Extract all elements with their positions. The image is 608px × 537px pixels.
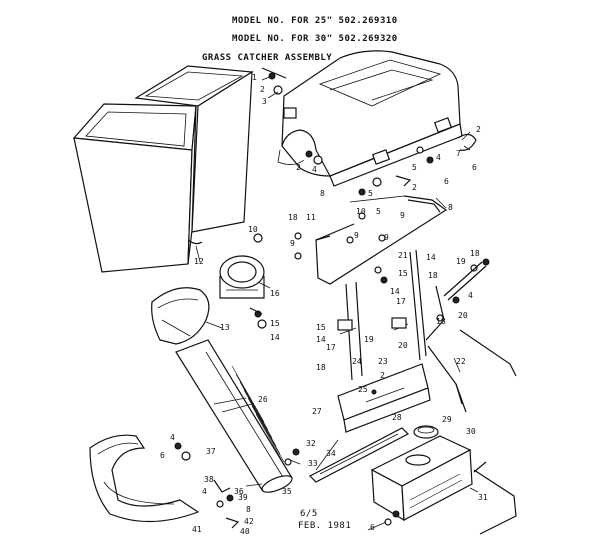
- callout-5c: 5: [376, 207, 381, 216]
- callout-4e: 4: [202, 487, 207, 496]
- callout-2d: 2: [296, 163, 301, 172]
- callout-21: 21: [398, 251, 408, 260]
- callout-8: 8: [320, 189, 325, 198]
- callout-33: 33: [308, 459, 318, 468]
- deflector-strap: [284, 427, 410, 483]
- callout-38: 38: [204, 475, 214, 484]
- callout-3: 3: [262, 97, 267, 106]
- callout-1: 1: [252, 73, 257, 82]
- callout-42: 42: [244, 517, 254, 526]
- callout-20b: 20: [398, 341, 408, 350]
- callout-5: 5: [412, 163, 417, 172]
- callout-41: 41: [192, 525, 202, 534]
- callout-10b: 10: [248, 225, 258, 234]
- callout-10: 10: [356, 207, 366, 216]
- cover-hardware: [261, 67, 477, 196]
- leader-lines: [195, 75, 479, 531]
- callout-9c: 9: [354, 231, 359, 240]
- discharge-adapter: [219, 255, 267, 329]
- callout-19: 19: [456, 257, 466, 266]
- lower-elbow-chute: [89, 434, 240, 529]
- callout-18b: 18: [428, 271, 438, 280]
- callout-17: 17: [396, 297, 406, 306]
- callout-18c: 18: [470, 249, 480, 258]
- callout-27: 27: [312, 407, 322, 416]
- callout-18d: 18: [436, 317, 446, 326]
- callout-14b: 14: [390, 287, 400, 296]
- callout-8b: 8: [448, 203, 453, 212]
- callout-25: 25: [358, 385, 368, 394]
- callout-15: 15: [398, 269, 408, 278]
- callout-14: 14: [426, 253, 436, 262]
- frame-fasteners: [253, 212, 490, 284]
- footer-date: FEB. 1981: [298, 521, 352, 531]
- callout-18: 18: [288, 213, 298, 222]
- callout-28: 28: [392, 413, 402, 422]
- callout-18e: 18: [316, 363, 326, 372]
- mounting-plate: [337, 363, 431, 433]
- footer-code: 6/5: [300, 509, 318, 519]
- callout-5b: 5: [368, 189, 373, 198]
- support-frame: [337, 249, 445, 381]
- callout-6b: 6: [444, 177, 449, 186]
- callout-36: 36: [234, 487, 244, 496]
- callout-16: 16: [270, 289, 280, 298]
- frame-rod: [315, 195, 448, 285]
- callout-9d: 9: [384, 233, 389, 242]
- callout-11: 11: [306, 213, 316, 222]
- callout-31: 31: [478, 493, 488, 502]
- callout-37: 37: [206, 447, 216, 456]
- callout-6c: 6: [370, 523, 375, 532]
- support-rod: [427, 329, 517, 413]
- callout-34: 34: [326, 449, 336, 458]
- assembly-title: GRASS CATCHER ASSEMBLY: [202, 53, 333, 63]
- callout-4c: 4: [468, 291, 473, 300]
- callout-26: 26: [258, 395, 268, 404]
- catcher-top-cover: [277, 50, 463, 187]
- callout-39: 39: [238, 493, 248, 502]
- callout-6: 6: [472, 163, 477, 172]
- callout-29: 29: [442, 415, 452, 424]
- callout-32: 32: [306, 439, 316, 448]
- callout-2b: 2: [476, 125, 481, 134]
- callout-35: 35: [282, 487, 292, 496]
- callout-labels: 1 2 3 2 6 7 4 5 6 2 2 4 8 5 10 5 9 8 18 …: [160, 73, 488, 536]
- elbow-chute: [151, 287, 210, 345]
- callout-2e: 2: [380, 371, 385, 380]
- callout-14c: 14: [270, 333, 280, 342]
- callout-40: 40: [240, 527, 250, 536]
- callout-20: 20: [458, 311, 468, 320]
- callout-7: 7: [456, 149, 461, 158]
- side-rod: [436, 261, 487, 322]
- callout-15c: 15: [316, 323, 326, 332]
- callout-23: 23: [378, 357, 388, 366]
- callout-9: 9: [400, 211, 405, 220]
- grass-bag-rear: [134, 65, 254, 245]
- callout-14d: 14: [316, 335, 326, 344]
- callout-17b: 17: [326, 343, 336, 352]
- model-number-25: MODEL NO. FOR 25" 502.269310: [232, 16, 398, 26]
- callout-9b: 9: [290, 239, 295, 248]
- callout-2c: 2: [412, 183, 417, 192]
- discharge-tube: [175, 339, 293, 493]
- plug-cap: [413, 425, 439, 439]
- weight-box: [370, 435, 517, 535]
- callout-12: 12: [194, 257, 204, 266]
- callout-6d: 6: [160, 451, 165, 460]
- callout-13: 13: [220, 323, 230, 332]
- callout-8c: 8: [246, 505, 251, 514]
- callout-4d: 4: [170, 433, 175, 442]
- callout-24: 24: [352, 357, 362, 366]
- callout-15b: 15: [270, 319, 280, 328]
- callout-2: 2: [260, 85, 265, 94]
- grass-bag-front: [72, 103, 197, 273]
- callout-4b: 4: [312, 165, 317, 174]
- model-number-30: MODEL NO. FOR 30" 502.269320: [232, 34, 398, 44]
- callout-30: 30: [466, 427, 476, 436]
- callout-19b: 19: [364, 335, 374, 344]
- callout-4: 4: [436, 153, 441, 162]
- callout-22: 22: [456, 357, 466, 366]
